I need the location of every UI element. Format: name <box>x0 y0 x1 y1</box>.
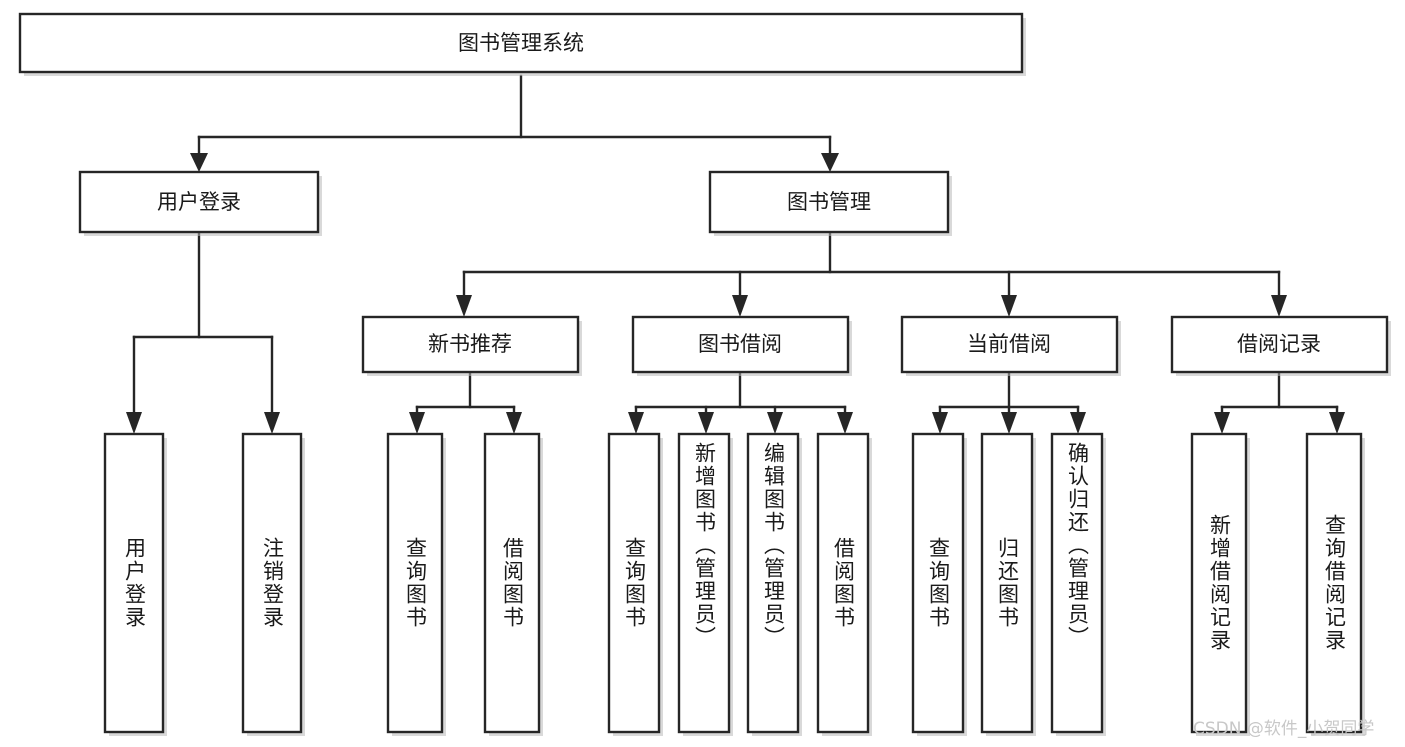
node-new-book-label: 新书推荐 <box>428 332 512 356</box>
leaf-box-logout[interactable] <box>241 432 303 734</box>
arrow-head-br-add <box>1214 412 1230 434</box>
leaf-box-bb-edit[interactable] <box>746 432 800 734</box>
leaf-box-bb-query[interactable] <box>607 432 661 734</box>
leaf-box-bb-add[interactable] <box>677 432 731 734</box>
leaf-box-nb-query[interactable] <box>386 432 444 734</box>
node-user-login-box[interactable] <box>78 170 320 234</box>
arrow-head-bb-add <box>698 412 714 434</box>
arrow-head-user-login <box>190 153 208 172</box>
leaf-box-bb-borrow[interactable] <box>816 432 870 734</box>
node-book-manage-box[interactable] <box>708 170 950 234</box>
leaf-box-cb-return[interactable] <box>980 432 1034 734</box>
arrow-head-cb-confirm <box>1070 412 1086 434</box>
leaf-box-cb-query[interactable] <box>911 432 965 734</box>
node-current-borrow-box[interactable] <box>900 315 1119 374</box>
node-root-label: 图书管理系统 <box>458 31 584 55</box>
connector-layer <box>126 74 1345 434</box>
node-borrow-record-box[interactable] <box>1170 315 1389 374</box>
arrow-head-current <box>1001 295 1017 317</box>
node-user-login-label: 用户登录 <box>157 190 241 214</box>
node-borrow-record-label: 借阅记录 <box>1237 332 1321 356</box>
arrow-head-nb-borrow <box>506 412 522 434</box>
node-book-borrow-label: 图书借阅 <box>698 332 782 356</box>
node-layer: 图书管理系统 用户登录 图书管理 新书推荐 图书借阅 当前借阅 借阅记录 <box>18 12 1391 736</box>
arrow-head-book-manage <box>821 153 839 172</box>
arrow-head-newbook <box>456 295 472 317</box>
node-current-borrow-label: 当前借阅 <box>967 332 1051 356</box>
leaf-box-cb-confirm[interactable] <box>1050 432 1104 734</box>
arrow-head-bb-edit <box>767 412 783 434</box>
node-book-manage-label: 图书管理 <box>787 190 871 214</box>
leaf-box-user-login[interactable] <box>103 432 165 734</box>
node-new-book-box[interactable] <box>361 315 580 374</box>
leaf-box-br-query[interactable] <box>1305 432 1363 734</box>
arrow-head-bb-query <box>628 412 644 434</box>
arrow-head-leaf-logout <box>264 412 280 434</box>
arrow-head-bb-borrow <box>837 412 853 434</box>
arrow-head-leaf-user-login <box>126 412 142 434</box>
arrow-head-br-query <box>1329 412 1345 434</box>
arrow-head-cb-query <box>932 412 948 434</box>
arrow-head-nb-query <box>409 412 425 434</box>
leaf-box-nb-borrow[interactable] <box>483 432 541 734</box>
arrow-head-borrow <box>732 295 748 317</box>
leaf-box-br-add[interactable] <box>1190 432 1248 734</box>
arrow-head-cb-return <box>1001 412 1017 434</box>
node-root-box[interactable] <box>18 12 1024 74</box>
node-book-borrow-box[interactable] <box>631 315 850 374</box>
arrow-head-record <box>1271 295 1287 317</box>
